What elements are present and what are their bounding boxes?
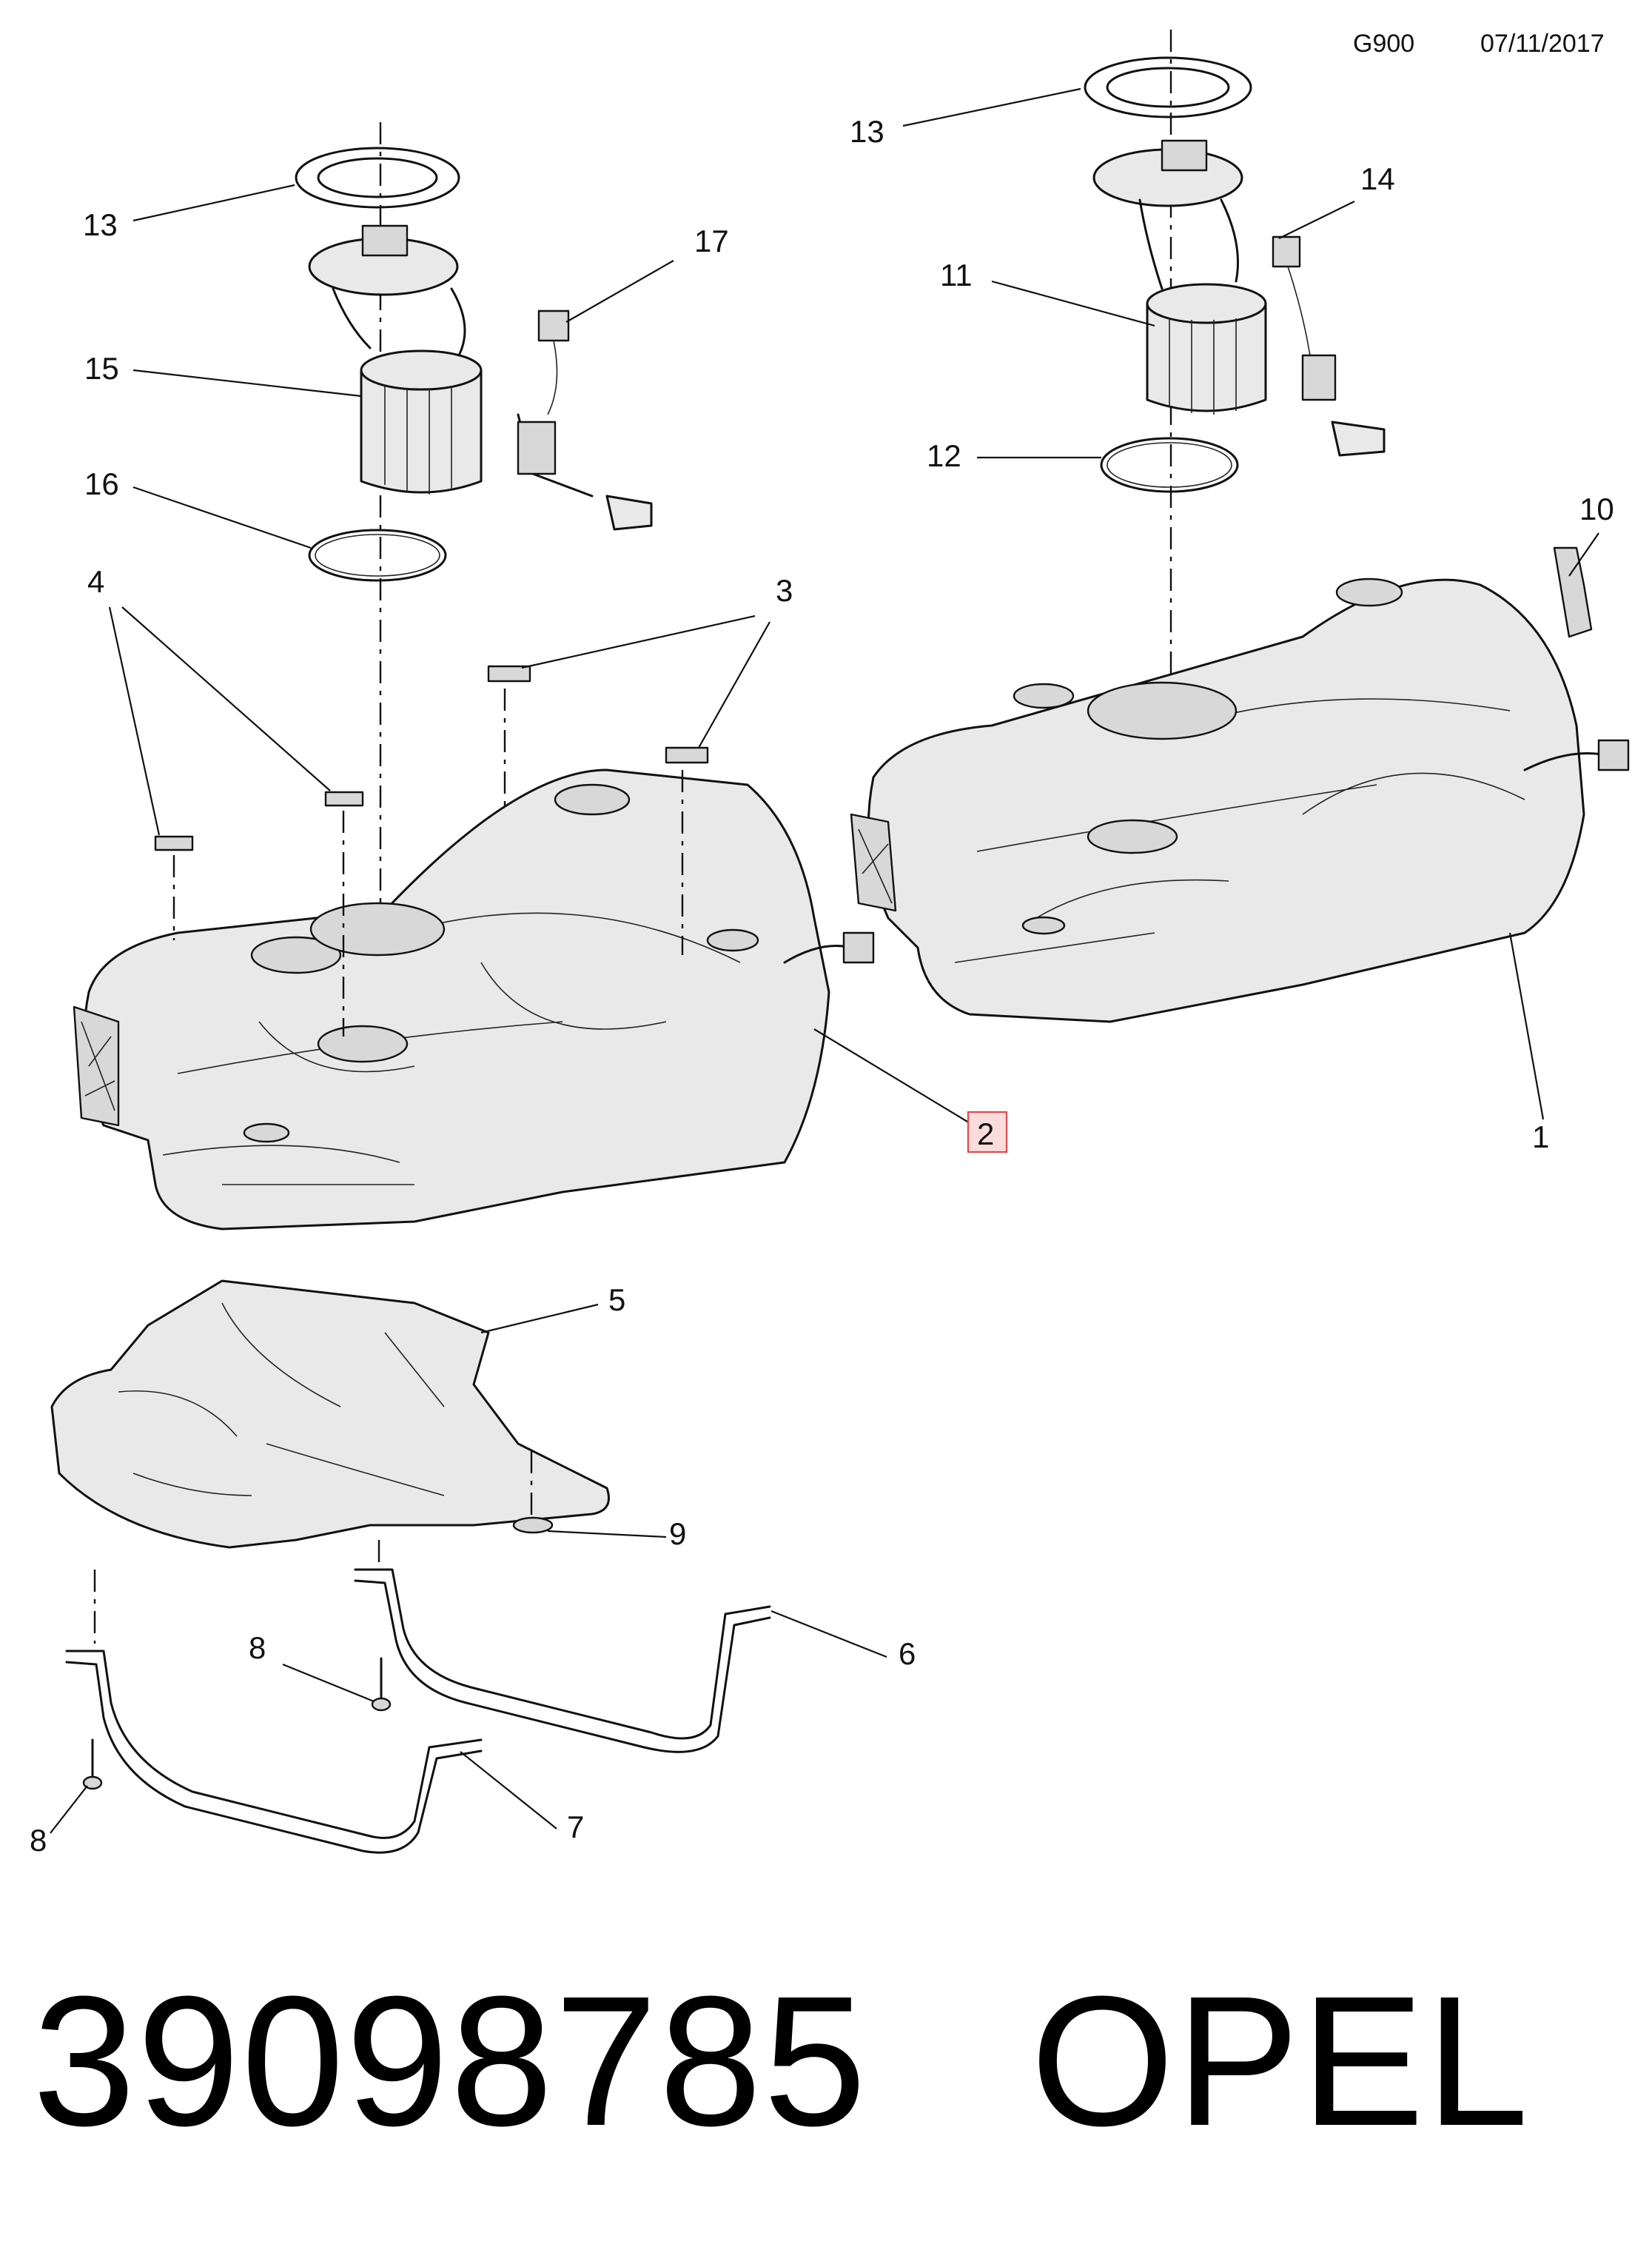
callout-5[interactable]: 5 bbox=[608, 1282, 625, 1317]
callout-12[interactable]: 12 bbox=[927, 438, 961, 473]
callout-11[interactable]: 11 bbox=[940, 258, 973, 292]
part-caption: 39098785 OPEL bbox=[33, 1955, 1530, 2167]
callout-9[interactable]: 9 bbox=[669, 1516, 686, 1551]
callout-16[interactable]: 16 bbox=[84, 466, 119, 501]
brand-name: OPEL bbox=[1030, 1958, 1531, 2164]
callout-labels: 13 13 17 14 15 11 16 12 10 3 4 2 1 5 9 6… bbox=[30, 114, 1614, 1858]
callout-13-right[interactable]: 13 bbox=[850, 114, 884, 149]
callout-2[interactable]: 2 bbox=[977, 1116, 994, 1151]
callout-17[interactable]: 17 bbox=[694, 224, 729, 258]
fuel-tank-right bbox=[850, 577, 1630, 1023]
callout-13-left[interactable]: 13 bbox=[83, 207, 118, 242]
part-number: 39098785 bbox=[33, 1958, 868, 2164]
callout-15[interactable]: 15 bbox=[84, 351, 119, 386]
tank-straps bbox=[65, 1540, 771, 1854]
callout-4[interactable]: 4 bbox=[87, 564, 104, 599]
fuel-tank-left bbox=[73, 665, 875, 1230]
callout-8-upper[interactable]: 8 bbox=[249, 1630, 266, 1665]
diagram-code: G900 bbox=[1353, 30, 1414, 58]
callout-1[interactable]: 1 bbox=[1532, 1119, 1549, 1154]
heat-shield bbox=[50, 1279, 610, 1549]
callout-10[interactable]: 10 bbox=[1579, 492, 1614, 526]
callout-6[interactable]: 6 bbox=[899, 1636, 916, 1671]
left-pump-assembly bbox=[295, 122, 653, 1022]
leader-lines bbox=[50, 87, 1599, 1834]
diagram-date: 07/11/2017 bbox=[1480, 30, 1605, 58]
callout-14[interactable]: 14 bbox=[1360, 161, 1395, 196]
callout-7[interactable]: 7 bbox=[567, 1809, 584, 1844]
callout-2-highlight bbox=[967, 1111, 1008, 1153]
callout-3[interactable]: 3 bbox=[776, 573, 793, 608]
right-pump-assembly bbox=[1084, 30, 1593, 740]
callout-8-lower[interactable]: 8 bbox=[30, 1823, 47, 1858]
